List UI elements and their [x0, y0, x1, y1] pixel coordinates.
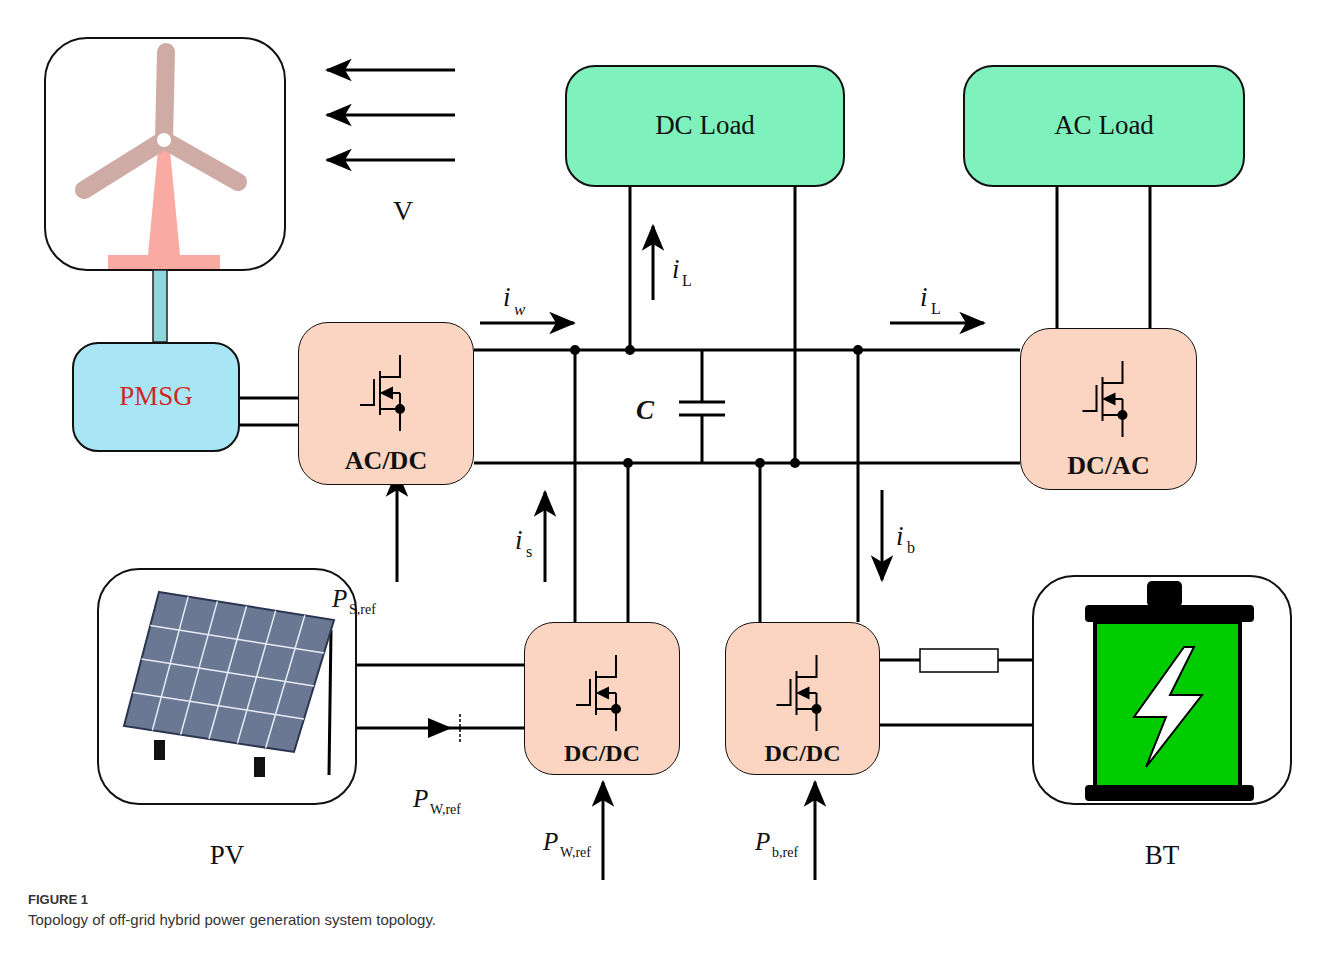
- symbol-label: b,ref: [772, 846, 798, 860]
- wire: [240, 398, 298, 425]
- converter-box: AC/DC: [298, 322, 474, 485]
- wire-line: [357, 664, 524, 667]
- mosfet-symbol: [726, 623, 881, 743]
- wire-line: [574, 350, 577, 622]
- converter-box: DC/AC: [1020, 328, 1197, 490]
- symbol-label: L: [682, 273, 692, 289]
- wire-line: [240, 424, 298, 427]
- wire-line: [880, 724, 1032, 727]
- load-box: DC Load: [565, 65, 845, 187]
- battery-symbol: [1034, 577, 1294, 807]
- wire-line: [1056, 187, 1059, 328]
- symbol-label: i: [515, 527, 523, 554]
- node-label: DC/AC: [1021, 452, 1196, 481]
- node-label: AC Load: [965, 111, 1243, 141]
- wire-line: [794, 187, 797, 463]
- wire-line: [1149, 187, 1152, 328]
- symbol-label: P: [413, 786, 428, 811]
- figure-caption: Topology of off-grid hybrid power genera…: [28, 912, 436, 927]
- wire-line: [474, 462, 1020, 465]
- wire-line: [627, 463, 630, 622]
- wire-line: [629, 187, 632, 350]
- symbol-label: C: [636, 397, 654, 424]
- mosfet-symbol: [1021, 329, 1198, 449]
- generator-box: PMSG: [72, 342, 240, 452]
- symbol-label: s: [526, 544, 532, 560]
- node-label: PV: [99, 841, 355, 871]
- symbol-label: P: [543, 829, 558, 854]
- wire: [1057, 187, 1150, 328]
- resistor-symbol: [920, 649, 998, 672]
- symbol-label: W,ref: [430, 803, 461, 817]
- wire: [357, 665, 524, 728]
- node-label: DC/DC: [525, 740, 679, 766]
- symbol-label: L: [931, 301, 941, 317]
- shaft: [153, 270, 167, 342]
- converter-box: DC/DC: [524, 622, 680, 775]
- symbol-label: P: [332, 586, 347, 611]
- symbol-label: V: [393, 197, 413, 225]
- symbol-label: i: [896, 523, 904, 550]
- symbol-label: W,ref: [560, 846, 591, 860]
- symbol-label: P: [755, 829, 770, 854]
- wire: [474, 350, 1020, 463]
- symbol-label: w: [514, 301, 525, 318]
- wire-line: [240, 397, 298, 400]
- node-label: PMSG: [74, 382, 238, 412]
- wind-arrows: [327, 70, 455, 160]
- figure-number: FIGURE 1: [28, 893, 88, 906]
- node-label: DC Load: [567, 111, 843, 141]
- diode-symbol: [428, 714, 460, 742]
- symbol-label: S,ref: [349, 603, 376, 617]
- signal-arrows: [397, 226, 984, 880]
- symbol-label: i: [503, 284, 511, 311]
- node-label: BT: [1034, 841, 1290, 871]
- capacitor-symbol: [679, 350, 725, 463]
- load-box: AC Load: [963, 65, 1245, 187]
- wire-line: [759, 463, 762, 622]
- symbol-label: i: [672, 256, 680, 283]
- pv-box: PV: [97, 568, 357, 805]
- junction-dots: [570, 345, 863, 468]
- wire: [575, 350, 628, 622]
- node-label: AC/DC: [299, 447, 473, 476]
- converter-box: DC/DC: [725, 622, 880, 775]
- wind-turbine: [45, 38, 285, 270]
- symbol-label: i: [920, 284, 928, 311]
- wire-line: [474, 349, 1020, 352]
- node-label: DC/DC: [726, 740, 879, 766]
- wire: [760, 350, 858, 622]
- wire-line: [857, 350, 860, 622]
- pv-panel: [99, 570, 359, 807]
- symbol-label: b: [907, 540, 915, 556]
- wire: [630, 187, 795, 463]
- mosfet-symbol: [525, 623, 681, 743]
- battery-box: BT: [1032, 575, 1292, 805]
- mosfet-symbol: [299, 323, 475, 443]
